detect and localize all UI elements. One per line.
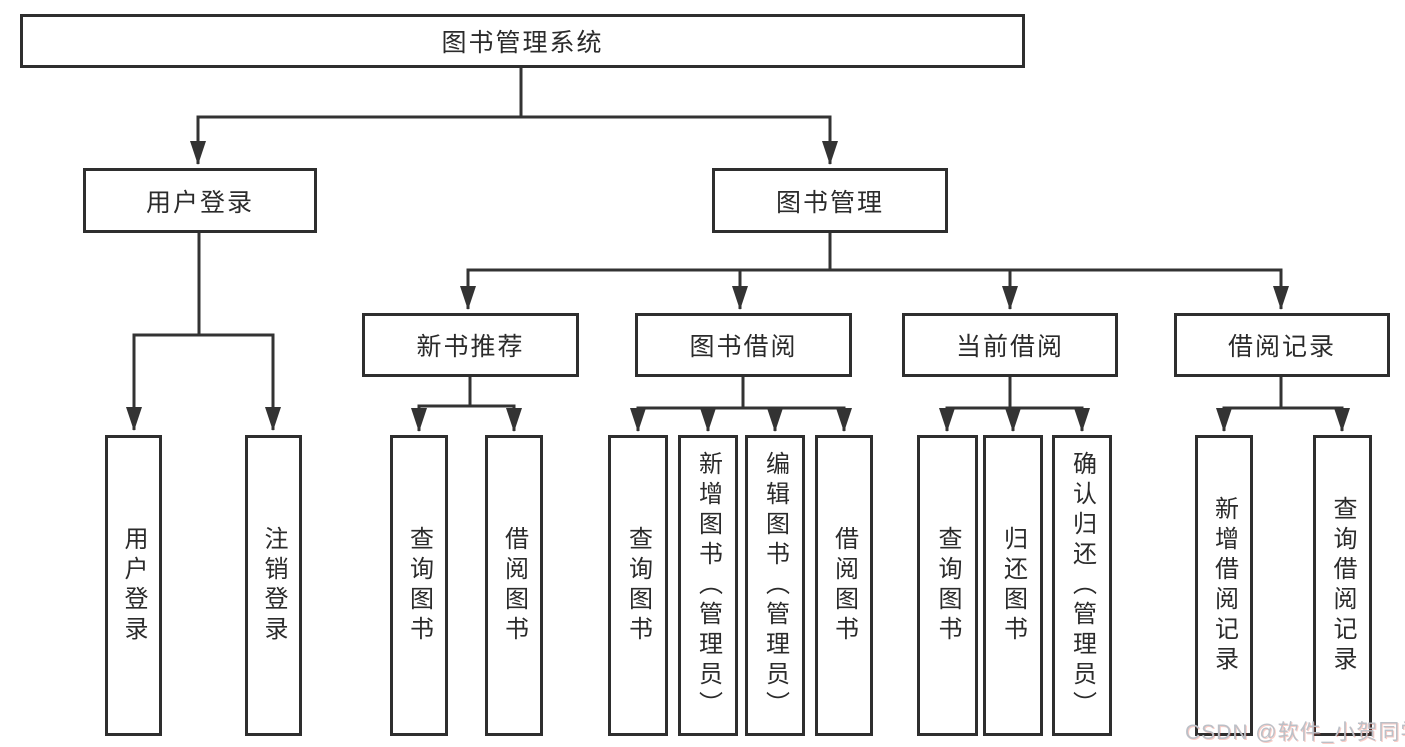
leaf-query-books-borrow: 查询图书 bbox=[608, 435, 668, 736]
leaf-label: 确认归还（管理员） bbox=[1068, 450, 1096, 721]
leaf-label: 编辑图书（管理员） bbox=[761, 450, 789, 721]
leaf-return-book: 归还图书 bbox=[983, 435, 1043, 736]
node-label: 图书管理系统 bbox=[441, 29, 604, 57]
leaf-label: 新增图书（管理员） bbox=[694, 450, 722, 721]
leaf-label: 查询图书 bbox=[624, 525, 652, 646]
leaf-add-borrow-record: 新增借阅记录 bbox=[1195, 435, 1253, 736]
leaf-user-login: 用户登录 bbox=[105, 435, 162, 736]
leaf-borrow-books-recommend: 借阅图书 bbox=[485, 435, 543, 736]
node-library-management-system: 图书管理系统 bbox=[20, 14, 1025, 68]
node-book-management: 图书管理 bbox=[712, 168, 948, 233]
leaf-label: 查询图书 bbox=[934, 525, 961, 646]
node-label: 图书借阅 bbox=[689, 333, 798, 361]
leaf-query-books-current: 查询图书 bbox=[917, 435, 978, 736]
leaf-add-book-admin: 新增图书（管理员） bbox=[678, 435, 738, 736]
leaf-confirm-return-admin: 确认归还（管理员） bbox=[1052, 435, 1112, 736]
leaf-label: 注销登录 bbox=[260, 525, 287, 646]
node-borrow-records: 借阅记录 bbox=[1174, 313, 1390, 377]
node-book-borrow: 图书借阅 bbox=[635, 313, 852, 377]
leaf-label: 查询图书 bbox=[405, 525, 433, 646]
leaf-edit-book-admin: 编辑图书（管理员） bbox=[745, 435, 805, 736]
node-current-borrow: 当前借阅 bbox=[902, 313, 1118, 377]
node-new-book-recommend: 新书推荐 bbox=[362, 313, 579, 377]
node-label: 当前借阅 bbox=[955, 333, 1064, 361]
node-label: 借阅记录 bbox=[1227, 333, 1336, 361]
leaf-label: 查询借阅记录 bbox=[1329, 495, 1356, 676]
leaf-label: 新增借阅记录 bbox=[1210, 495, 1238, 676]
leaf-logout: 注销登录 bbox=[245, 435, 302, 736]
node-label: 新书推荐 bbox=[416, 333, 525, 361]
node-label: 图书管理 bbox=[775, 188, 884, 217]
leaf-query-books-recommend: 查询图书 bbox=[390, 435, 448, 736]
node-user-login: 用户登录 bbox=[83, 168, 317, 233]
leaf-label: 借阅图书 bbox=[500, 525, 528, 646]
node-label: 用户登录 bbox=[145, 188, 254, 217]
leaf-query-borrow-record: 查询借阅记录 bbox=[1313, 435, 1372, 736]
leaf-borrow-books: 借阅图书 bbox=[815, 435, 873, 736]
leaf-label: 借阅图书 bbox=[830, 525, 858, 646]
csdn-watermark: CSDN @软件_小贺同学 bbox=[1185, 721, 1405, 744]
leaf-label: 用户登录 bbox=[120, 525, 147, 646]
leaf-label: 归还图书 bbox=[999, 525, 1027, 646]
